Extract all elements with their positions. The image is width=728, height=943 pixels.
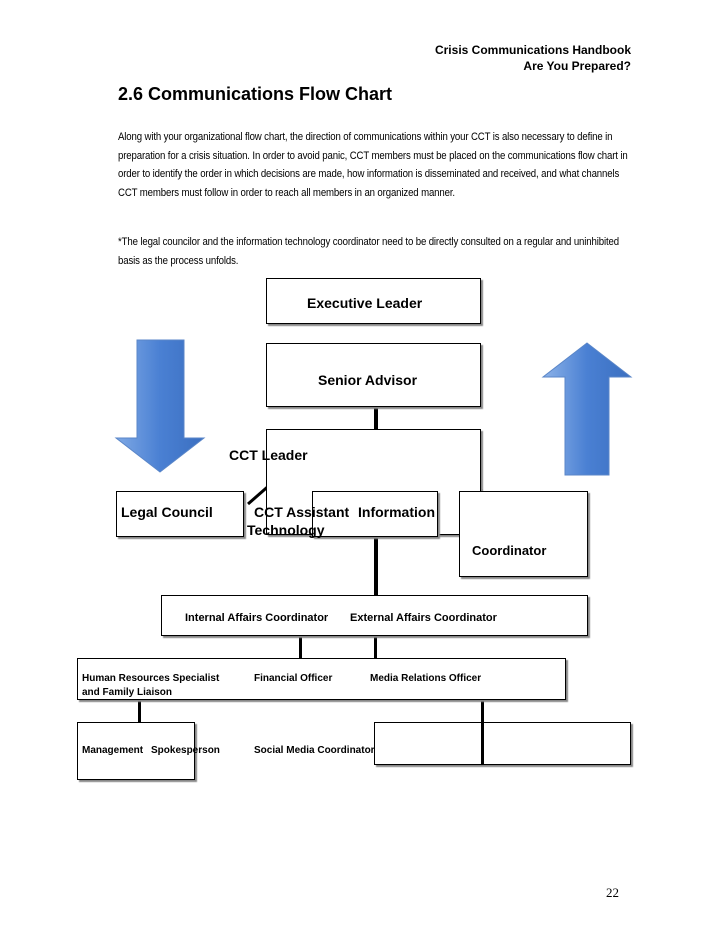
- internal-affairs-label: Internal Affairs Coordinator: [185, 612, 329, 624]
- connector-internal-down: [299, 636, 302, 658]
- social-media-box: [374, 722, 631, 765]
- connector-external-down: [374, 636, 377, 658]
- connector-hr-down: [138, 700, 141, 722]
- body-paragraph-1: Along with your organizational flow char…: [118, 128, 638, 202]
- legal-council-box: [116, 491, 244, 537]
- connector-leader-to-affairs: [374, 535, 378, 595]
- management-box: [77, 722, 195, 780]
- coordinator-box: [459, 491, 588, 577]
- cct-assistant-box: [312, 491, 438, 537]
- external-affairs-label: External Affairs Coordinator: [350, 612, 497, 624]
- spokesperson-label: Spokesperson: [151, 745, 220, 756]
- executive-leader-label: Executive Leader: [307, 295, 423, 311]
- financial-officer-label: Financial Officer: [254, 673, 333, 684]
- hr-specialist-label-line1: Human Resources Specialist: [82, 673, 220, 684]
- section-title: 2.6 Communications Flow Chart: [118, 84, 393, 104]
- senior-advisor-label: Senior Advisor: [318, 372, 418, 388]
- body-paragraph-2: *The legal councilor and the information…: [118, 233, 638, 270]
- paragraph-text: Along with your organizational flow char…: [118, 131, 628, 199]
- cct-assistant-label: CCT Assistant: [254, 504, 350, 520]
- arrow-down-icon: [114, 339, 206, 473]
- executive-leader-box: [266, 278, 481, 324]
- connector-advisor-to-leader: [374, 407, 378, 429]
- running-header-title: Crisis Communications Handbook: [434, 43, 631, 57]
- legal-council-label: Legal Council: [121, 504, 213, 520]
- hr-specialist-label-line2: and Family Liaison: [82, 687, 173, 698]
- specialists-box: [77, 658, 566, 700]
- cct-leader-label: CCT Leader: [229, 447, 308, 463]
- social-media-divider: [481, 722, 484, 765]
- running-header-subtitle: Are You Prepared?: [523, 59, 631, 73]
- arrow-up-icon: [541, 342, 633, 476]
- coordinator-label: Coordinator: [472, 543, 547, 558]
- page-number: 22: [606, 885, 619, 900]
- information-label: Information: [358, 504, 435, 520]
- senior-advisor-box: [266, 343, 481, 407]
- media-relations-label: Media Relations Officer: [370, 673, 482, 684]
- paragraph-text: *The legal councilor and the information…: [118, 236, 619, 267]
- technology-label: Technology: [247, 522, 325, 538]
- affairs-coordinators-box: [161, 595, 588, 636]
- social-media-label: Social Media Coordinator: [254, 745, 375, 756]
- management-label: Management: [82, 745, 144, 756]
